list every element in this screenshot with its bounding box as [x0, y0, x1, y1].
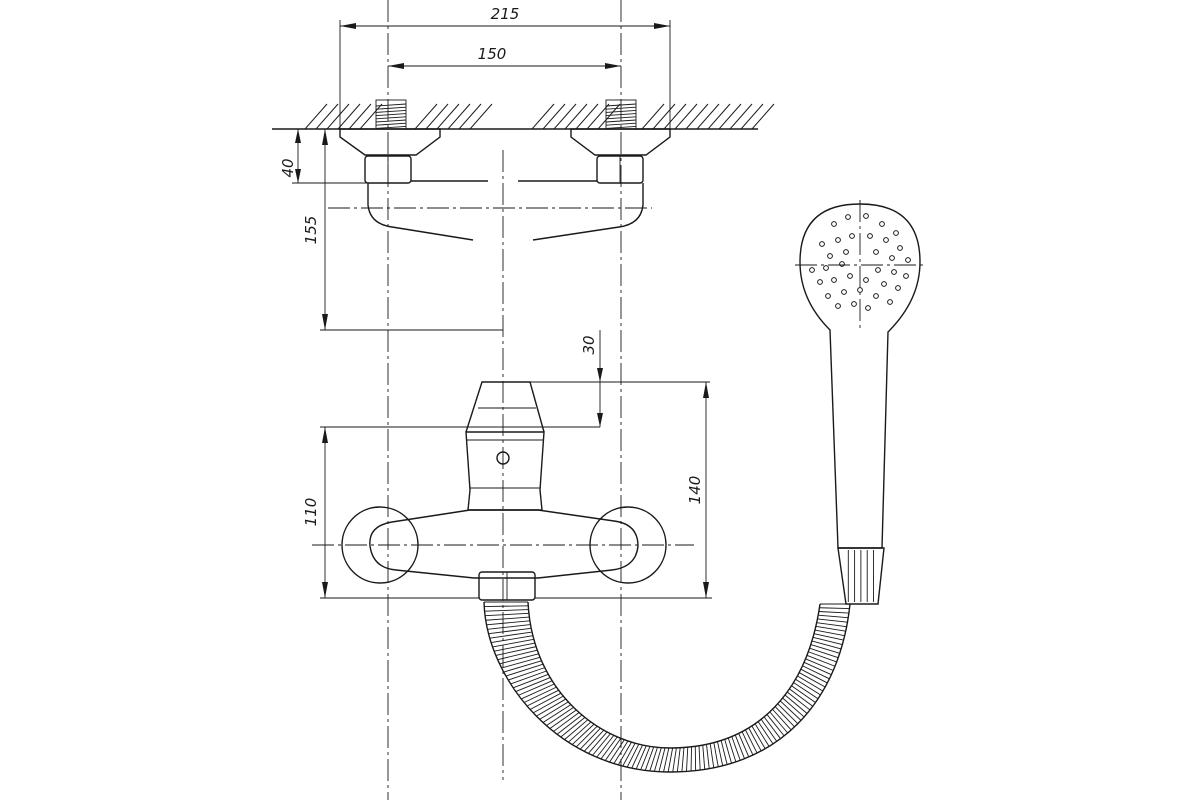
right-flange: [570, 128, 671, 156]
spout-left-outline: [367, 183, 474, 241]
hand-shower: [795, 200, 925, 605]
dim-110-label: 110: [302, 498, 320, 527]
shower-hose: [483, 601, 851, 773]
mixer-body: [369, 509, 639, 579]
spray-holes: [809, 213, 911, 311]
dim-155-label: 155: [302, 216, 320, 245]
spout-right-outline: [532, 183, 644, 241]
dim-40: 40: [279, 129, 368, 184]
wall-hatching: [304, 103, 775, 130]
left-inlet-thread: [375, 99, 407, 130]
handle-base: [465, 431, 545, 511]
front-view: [312, 381, 694, 601]
dim-30: 30: [482, 330, 710, 427]
dim-150-label: 150: [478, 45, 507, 63]
dim-155: 155: [302, 129, 503, 331]
dim-215: 215: [339, 5, 671, 129]
shower-head-outline: [799, 203, 921, 549]
dim-140-label: 140: [686, 476, 704, 505]
outlet-nut: [478, 571, 536, 601]
dimensions: 215 150 40 155: [279, 5, 712, 599]
dim-140: 140: [535, 382, 712, 599]
top-view: [272, 99, 775, 241]
dim-40-label: 40: [279, 158, 297, 177]
right-nut: [596, 155, 644, 184]
dim-150: 150: [388, 45, 621, 69]
handle-indicator-dot: [496, 451, 510, 465]
dim-110: 110: [302, 426, 600, 599]
dim-30-label: 30: [580, 335, 598, 354]
shower-sleeve: [837, 547, 885, 605]
dim-215-label: 215: [491, 5, 520, 23]
left-flange: [339, 128, 441, 156]
lever-handle: [465, 381, 545, 433]
